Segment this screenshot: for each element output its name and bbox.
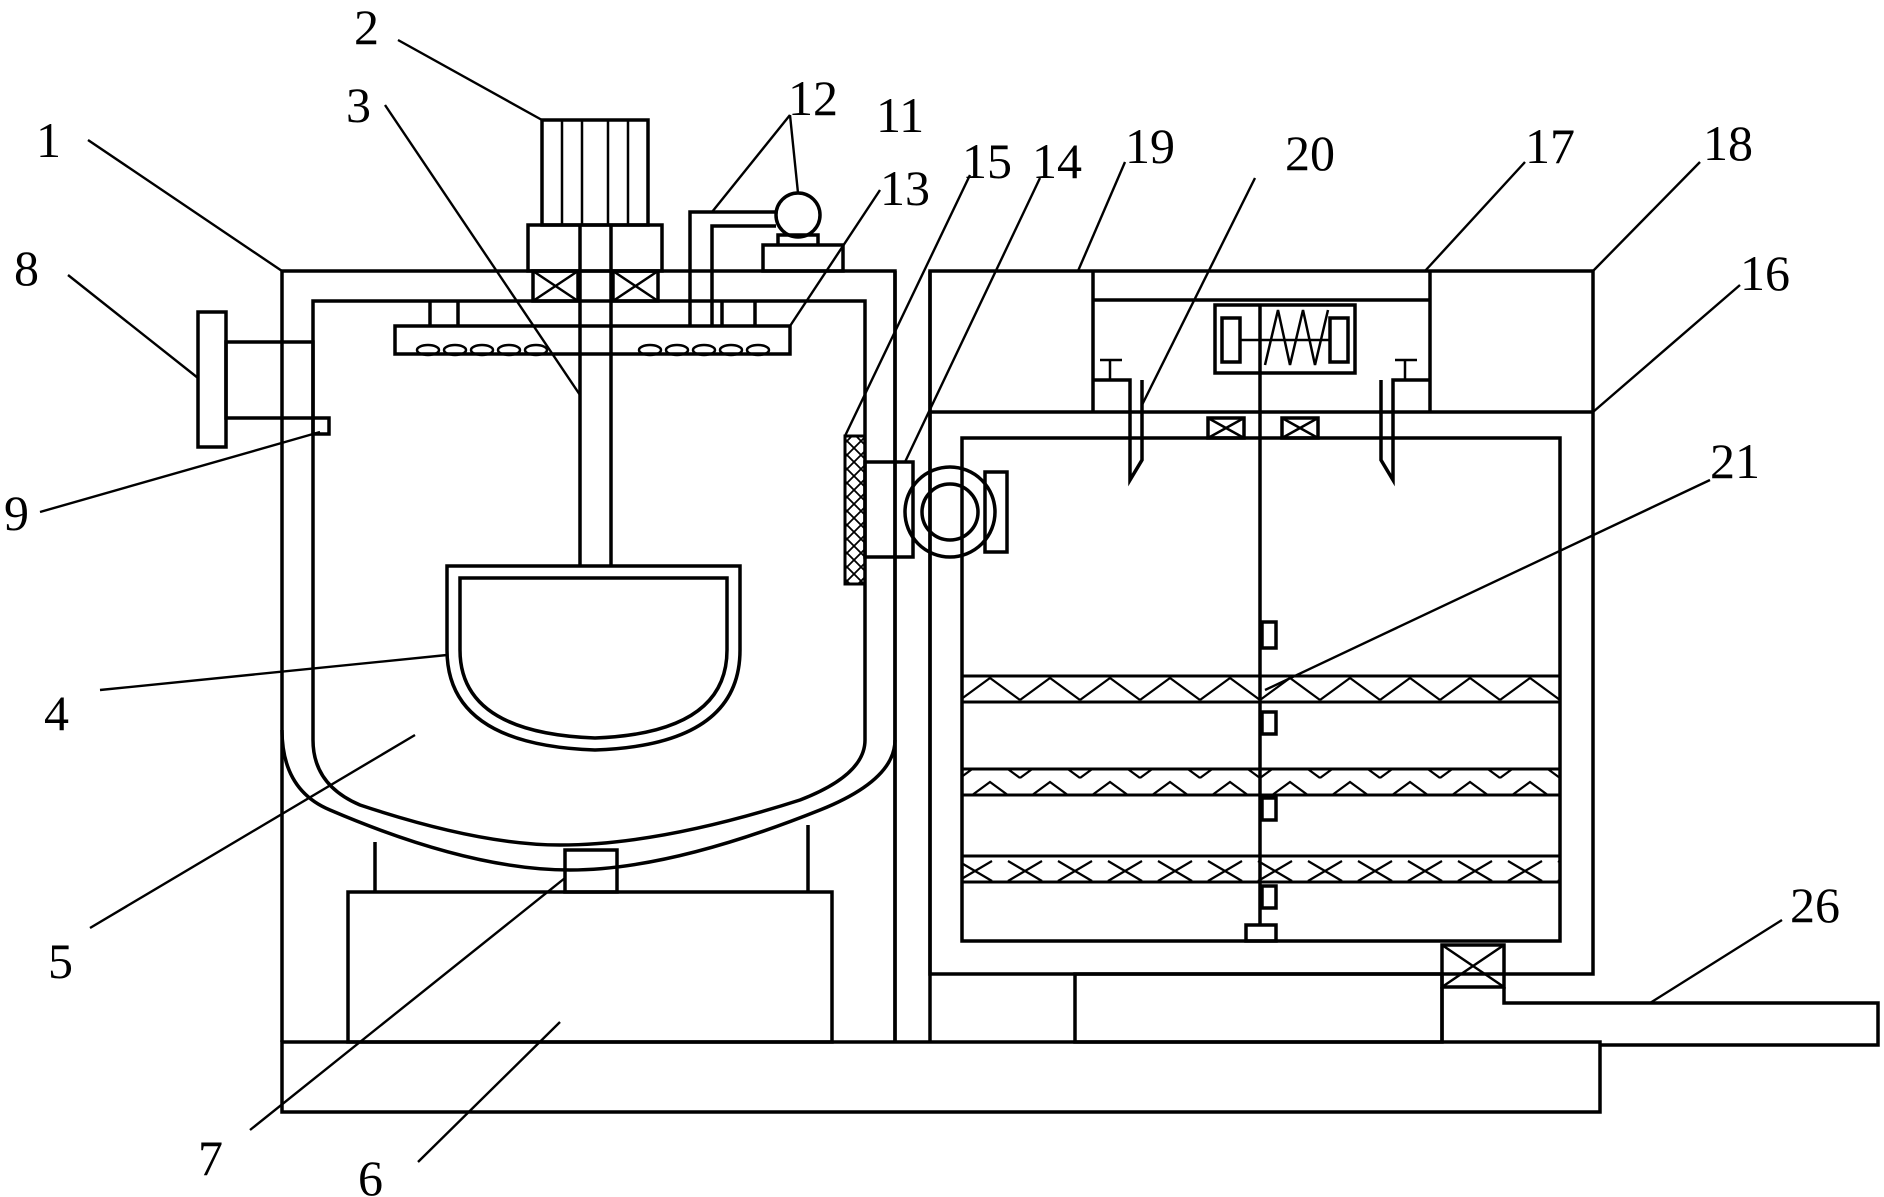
label-9: 9 <box>4 485 29 541</box>
label-12: 12 <box>788 70 838 126</box>
filter-layer-1 <box>960 674 1562 704</box>
label-16: 16 <box>1740 245 1790 301</box>
label-7: 7 <box>198 1130 223 1186</box>
feed-inlet <box>196 310 331 449</box>
label-15: 15 <box>962 133 1012 189</box>
transfer-pump <box>863 460 1009 559</box>
label-1: 1 <box>36 112 61 168</box>
label-4: 4 <box>44 685 69 741</box>
label-21: 21 <box>1710 433 1760 489</box>
connecting-pipe <box>893 271 932 1042</box>
label-11: 11 <box>876 87 924 143</box>
stirring-basket <box>445 564 742 752</box>
label-18: 18 <box>1703 115 1753 171</box>
drain-valve <box>1440 943 1506 989</box>
base-plate <box>280 1040 1602 1114</box>
label-8: 8 <box>14 240 39 296</box>
spray-manifold <box>393 301 792 357</box>
lower-support <box>1073 972 1444 1044</box>
stirring-shaft <box>578 225 613 565</box>
leader-lines <box>39 38 1783 1163</box>
mixing-vessel <box>280 729 897 872</box>
top-bearings <box>531 269 660 303</box>
filter-layer-2 <box>960 767 1562 797</box>
outlet-pipe <box>1502 987 1880 1047</box>
support-block <box>346 890 834 1044</box>
spring-assembly <box>1213 303 1357 375</box>
spray-nozzles <box>415 343 771 357</box>
nozzle-left <box>1093 358 1144 487</box>
filter-screen <box>843 434 867 586</box>
label-20: 20 <box>1285 125 1335 181</box>
nozzle-right <box>1379 358 1430 487</box>
label-2: 2 <box>354 0 379 55</box>
top-compartment <box>1091 271 1432 412</box>
motor <box>526 118 664 273</box>
vibration-shaft <box>1244 305 1278 943</box>
label-3: 3 <box>346 77 371 133</box>
left-housing <box>280 269 897 1042</box>
label-26: 26 <box>1790 877 1840 933</box>
shaft-bearings <box>1206 416 1320 440</box>
water-pump <box>761 191 845 273</box>
vessel-supports <box>373 825 810 894</box>
label-14: 14 <box>1032 133 1082 189</box>
label-5: 5 <box>48 933 73 989</box>
label-13: 13 <box>880 160 930 216</box>
filter-layer-3 <box>960 854 1562 884</box>
reference-labels: 1 2 3 4 5 6 7 8 9 11 12 13 14 15 16 17 1… <box>4 0 1840 1197</box>
label-17: 17 <box>1525 118 1575 174</box>
water-pipe <box>688 210 776 326</box>
label-6: 6 <box>358 1150 383 1197</box>
label-19: 19 <box>1125 118 1175 174</box>
